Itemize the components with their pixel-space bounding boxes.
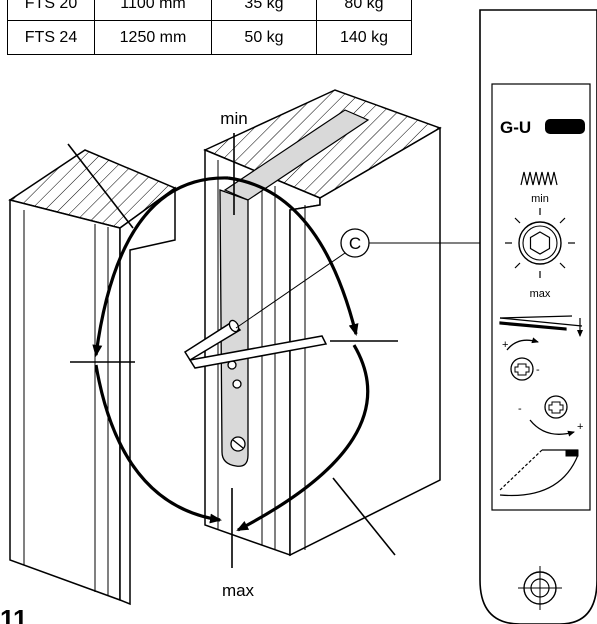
brand-logo-bks-badge — [545, 119, 585, 134]
table-row: FTS 20 1100 mm 35 kg 80 kg — [7, 0, 412, 21]
dial-min-label: min — [531, 193, 549, 205]
rotation-arrows — [92, 176, 370, 532]
brand-logo-bks: BKS — [553, 122, 576, 134]
plus-sign: + — [502, 339, 508, 351]
table-cell: 140 kg — [316, 20, 412, 55]
callout-c-label: C — [349, 234, 361, 253]
table-cell: 1250 mm — [94, 20, 212, 55]
minus-sign: - — [518, 403, 522, 415]
plus-sign: + — [577, 421, 583, 433]
spring-icon — [520, 171, 558, 186]
hinge-bolt-icon — [518, 566, 562, 610]
min-label: min — [220, 109, 247, 128]
tick-marks — [67, 133, 398, 568]
screw-plus-minus-icon: + - — [502, 337, 540, 381]
minus-sign: - — [536, 364, 540, 376]
instruction-panel: G-U BKS min max — [479, 9, 597, 624]
left-door-frame — [8, 149, 177, 606]
callout-c: C — [235, 228, 535, 329]
table-row: FTS 24 1250 mm 50 kg 140 kg — [7, 20, 412, 55]
door-swing-icon — [499, 449, 579, 497]
angle-indicator-icon — [499, 315, 583, 337]
spec-table: FTS 20 1100 mm 35 kg 80 kg FTS 24 1250 m… — [7, 0, 412, 55]
brand-logo-gu: G-U — [500, 118, 531, 137]
adjustment-dial-icon — [505, 208, 575, 278]
dial-max-label: max — [530, 288, 551, 300]
hex-key-icon — [183, 319, 328, 369]
figure-number: 11 — [0, 604, 28, 624]
screw-minus-plus-icon: - + — [518, 395, 583, 437]
screw-hole — [232, 379, 242, 389]
max-label: max — [222, 581, 255, 600]
